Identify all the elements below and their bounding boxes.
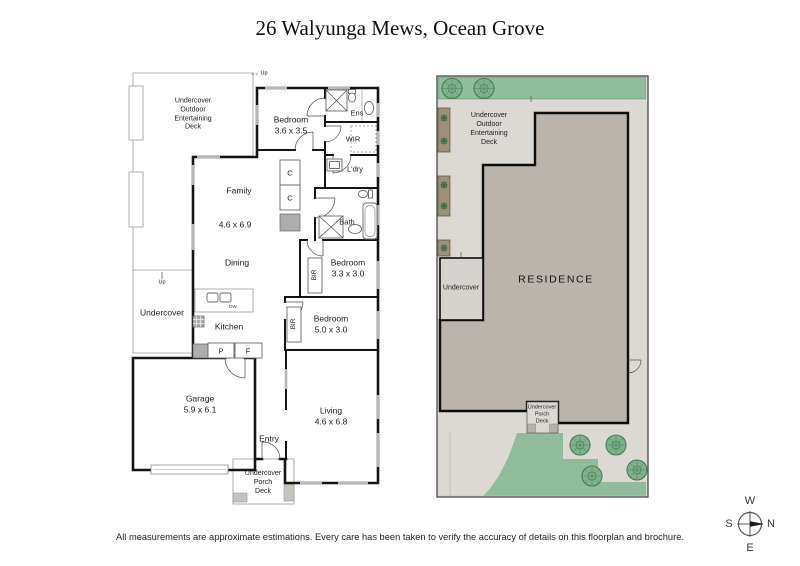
label-fridge: F bbox=[245, 346, 251, 356]
disclaimer-text: All measurements are approximate estimat… bbox=[116, 532, 684, 542]
floor-plan-drawing bbox=[128, 72, 380, 505]
site-plan: Undercover Outdoor Entertaining Deck Und… bbox=[432, 72, 650, 500]
label-family: Family bbox=[226, 185, 252, 196]
wir-robe bbox=[350, 125, 377, 153]
pantry-box bbox=[207, 342, 235, 359]
label-bir-3: BIR bbox=[289, 318, 297, 330]
label-site-undercover: Undercover bbox=[442, 284, 480, 292]
label-deck: Undercover Outdoor Entertaining Deck bbox=[174, 97, 212, 131]
bathtub-icon bbox=[362, 202, 378, 240]
tree-icon bbox=[441, 77, 463, 100]
laundry-fixtures bbox=[326, 158, 343, 172]
tree-icon bbox=[569, 434, 591, 456]
basin-icon bbox=[348, 223, 362, 235]
label-site-deck: Undercover Outdoor Entertaining Deck bbox=[470, 111, 508, 147]
compass-rose: W S N E bbox=[722, 492, 778, 556]
north-needle-icon bbox=[750, 521, 764, 527]
plant-icon bbox=[439, 136, 449, 146]
label-garage: Garage 5.9 x 6.1 bbox=[183, 393, 217, 414]
tree-icon bbox=[581, 465, 603, 487]
label-kitchen: Kitchen bbox=[214, 321, 244, 332]
plant-icon bbox=[439, 180, 449, 190]
label-cupboard-1: C bbox=[287, 168, 293, 178]
bath-fixtures bbox=[318, 189, 378, 240]
front-yard bbox=[440, 433, 648, 496]
ensuite-fixtures bbox=[325, 89, 375, 121]
plant-icon bbox=[439, 113, 449, 123]
page-title: 26 Walyunga Mews, Ocean Grove bbox=[255, 16, 545, 40]
compass-east: E bbox=[746, 542, 754, 554]
linen-hatch bbox=[279, 213, 301, 232]
label-living: Living 4.6 x 6.8 bbox=[314, 405, 348, 426]
bir-box bbox=[307, 257, 323, 294]
compass-icon bbox=[737, 511, 764, 537]
tree-icon bbox=[473, 77, 495, 100]
interior-walls bbox=[256, 87, 379, 460]
compass-west: W bbox=[744, 495, 756, 507]
label-wir: WIR bbox=[345, 134, 361, 144]
garage-door bbox=[150, 464, 229, 475]
label-bedroom-1: Bedroom 3.6 x 3.5 bbox=[273, 114, 309, 135]
label-bedroom-2: Bedroom 3.3 x 3.0 bbox=[330, 257, 366, 278]
plant-icon bbox=[439, 243, 449, 253]
plant-icon bbox=[439, 201, 449, 211]
tree-icon bbox=[605, 434, 627, 456]
side-undercover bbox=[439, 257, 484, 321]
rear-lawn-strip bbox=[438, 77, 646, 100]
label-bedroom-3: Bedroom 5.0 x 3.0 bbox=[313, 313, 349, 334]
label-up-deck: Up bbox=[260, 70, 268, 77]
label-laundry: L'dry bbox=[346, 164, 364, 174]
bush-icon bbox=[626, 459, 648, 481]
toilet-icon bbox=[357, 189, 369, 199]
label-pantry: P bbox=[218, 346, 224, 356]
label-bir-2: BIR bbox=[310, 269, 318, 281]
label-entry: Entry bbox=[259, 433, 279, 444]
sink-icon bbox=[206, 292, 219, 303]
label-dishwasher: DW bbox=[229, 304, 237, 310]
compass-south: S bbox=[725, 518, 733, 530]
sink-icon bbox=[219, 292, 232, 303]
basin-icon bbox=[363, 100, 375, 116]
label-family-size: 4.6 x 6.9 bbox=[218, 219, 252, 230]
label-porch: Undercover Porch Deck bbox=[244, 469, 282, 495]
cupboard-box bbox=[279, 184, 301, 211]
deck-screen bbox=[128, 171, 144, 228]
floor-plan: Undercover Outdoor Entertaining Deck Up … bbox=[123, 64, 391, 512]
robes bbox=[286, 257, 323, 343]
front-porch bbox=[526, 401, 559, 434]
survey-ticks bbox=[460, 96, 532, 258]
bench-return bbox=[192, 343, 211, 359]
label-ensuite: Ens bbox=[350, 108, 364, 118]
site-plan-drawing bbox=[436, 75, 649, 498]
label-cupboard-2: C bbox=[287, 193, 293, 203]
compass-north: N bbox=[767, 518, 775, 530]
label-dining: Dining bbox=[224, 257, 250, 268]
label-site-porch: Undercover Porch Deck bbox=[527, 404, 557, 425]
deck-screen bbox=[128, 85, 144, 141]
hall-cupboards bbox=[279, 159, 301, 232]
label-bath: Bath bbox=[339, 217, 355, 227]
label-up-undercover: Up bbox=[158, 279, 166, 286]
bir-box bbox=[286, 306, 302, 343]
kitchen-fixtures bbox=[192, 288, 263, 359]
fridge-box bbox=[234, 342, 263, 359]
label-residence: RESIDENCE bbox=[518, 273, 594, 286]
windows bbox=[191, 86, 380, 485]
cooktop-icon bbox=[192, 315, 205, 328]
driveway bbox=[440, 433, 517, 496]
planter-beds bbox=[437, 107, 451, 257]
label-undercover: Undercover bbox=[140, 307, 184, 318]
side-door-swing bbox=[627, 359, 642, 374]
